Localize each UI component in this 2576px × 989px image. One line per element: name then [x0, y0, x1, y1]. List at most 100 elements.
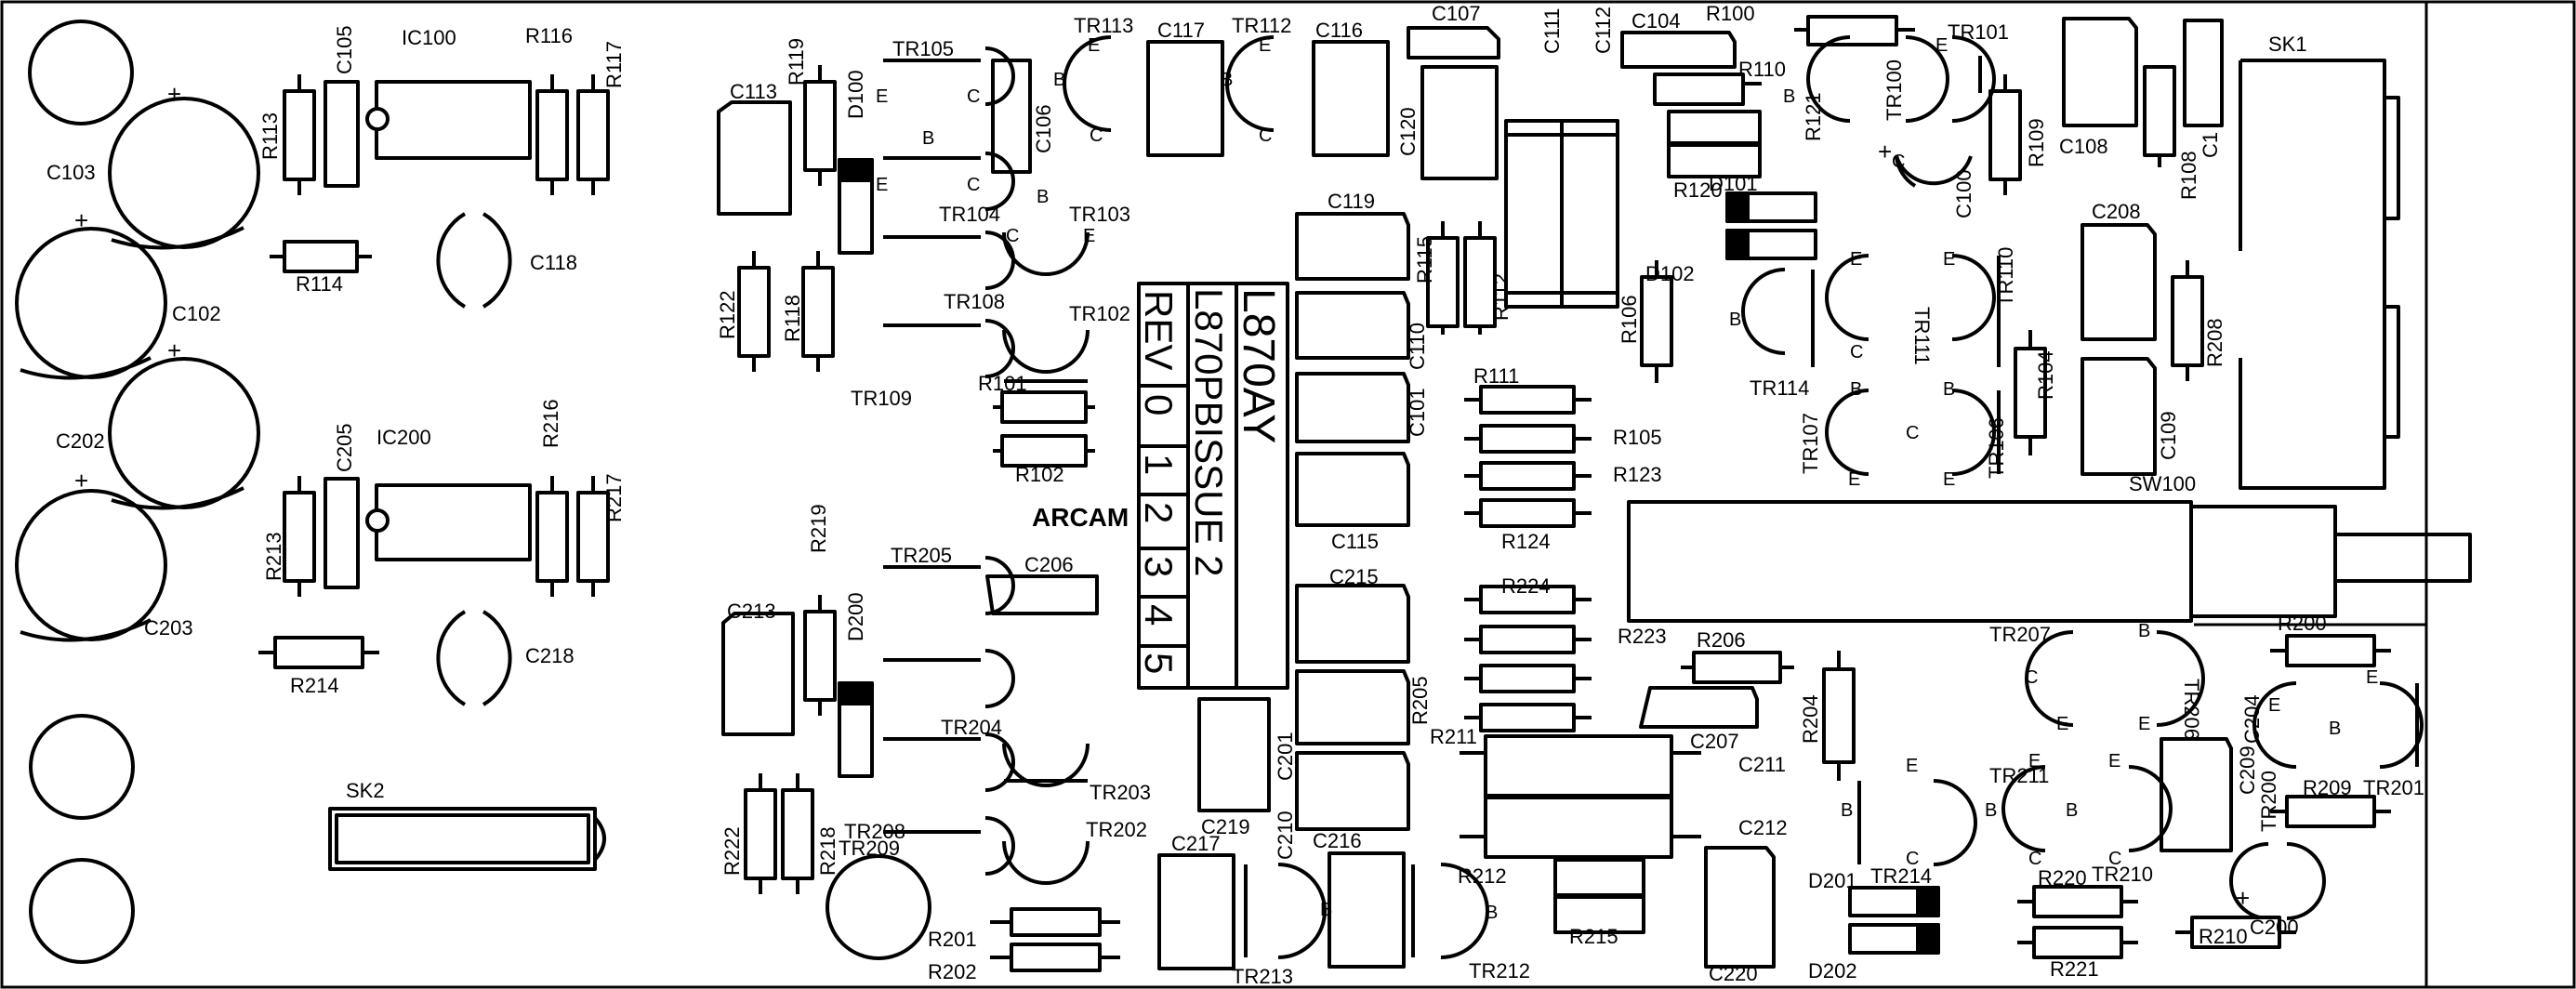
component-labels: C105 IC100 R116 R117 C103 R113 C102 R114… [46, 2, 2424, 988]
component-label: SK2 [346, 779, 385, 802]
component-label: TR107 [1799, 413, 1822, 474]
component-label: TR202 [1086, 818, 1147, 841]
component-label: R221 [2050, 957, 2099, 981]
svg-text:B: B [1943, 379, 1955, 400]
svg-text:B: B [1783, 86, 1795, 107]
component-label: R121 [1802, 92, 1825, 141]
component-label: TR211 [1989, 764, 2049, 787]
component-label: TR106 [1985, 417, 2008, 479]
component-label: R116 [525, 24, 573, 47]
component-label: R101 [978, 372, 1027, 395]
component-label: IC200 [376, 426, 431, 449]
component-label: TR103 [1069, 203, 1130, 226]
svg-text:B: B [2329, 719, 2341, 739]
svg-text:B: B [2066, 800, 2078, 821]
component-label: TR212 [1469, 959, 1530, 982]
svg-text:B: B [1850, 379, 1862, 400]
component-label: TR114 [1750, 376, 1809, 400]
component-label: R115 [1413, 236, 1436, 284]
rev-label: REV [1137, 290, 1181, 370]
component-label: C213 [727, 600, 776, 623]
component-label: C101 [1406, 388, 1429, 437]
svg-text:C: C [2028, 849, 2041, 869]
component-label: C216 [1313, 829, 1362, 852]
component-label: R110 [1738, 58, 1786, 81]
component-label: C219 [1201, 815, 1250, 838]
component-label: R206 [1697, 628, 1746, 652]
svg-text:C: C [1259, 125, 1272, 146]
component-label: R122 [716, 290, 739, 339]
component-label: C203 [144, 616, 193, 640]
rev-digit: 5 [1137, 653, 1181, 674]
component-label: TR100 [1882, 59, 1906, 121]
component-label: C207 [1690, 730, 1739, 753]
component-label: TR206 [2180, 679, 2203, 740]
component-label: R223 [1618, 625, 1667, 648]
component-label: TR108 [944, 290, 1005, 313]
component-label: R113 [258, 112, 282, 160]
svg-text:B: B [1841, 800, 1853, 821]
svg-text:+: + [167, 80, 181, 108]
component-label: R208 [2203, 318, 2226, 367]
component-label: C108 [2059, 135, 2108, 158]
svg-text:E: E [876, 86, 888, 107]
svg-text:C: C [967, 86, 980, 107]
component-label: TR210 [2092, 863, 2153, 886]
component-label: SK1 [2268, 33, 2307, 56]
component-label: C208 [2092, 200, 2141, 223]
component-label: D200 [844, 592, 867, 641]
svg-text:C: C [2108, 849, 2121, 869]
component-label: R112 [1489, 273, 1513, 321]
component-label: C205 [333, 423, 356, 472]
component-label: C1 [2199, 132, 2222, 158]
component-label: C215 [1329, 565, 1379, 588]
component-label: C107 [1432, 2, 1481, 25]
component-label: R106 [1618, 295, 1641, 344]
component-label: C217 [1171, 832, 1221, 855]
svg-text:E: E [1943, 249, 1955, 270]
component-label: R109 [2025, 118, 2048, 167]
svg-text:B: B [1729, 310, 1741, 330]
component-label: R212 [1458, 864, 1507, 888]
component-label: C103 [46, 161, 96, 184]
component-label: TR104 [939, 203, 1000, 226]
component-label: R105 [1613, 426, 1662, 449]
component-label: C105 [333, 25, 356, 74]
svg-text:B: B [1221, 70, 1233, 90]
component-label: TR204 [941, 716, 1002, 739]
svg-text:C: C [967, 175, 980, 195]
rev-digit: 2 [1137, 502, 1181, 523]
integrated-circuits [365, 80, 532, 561]
pin-letters: E C B E C B C E B E C B E C B C E B E C … [876, 35, 2378, 923]
component-label: C113 [730, 80, 777, 103]
component-label: R211 [1430, 725, 1477, 748]
rev-digit: 0 [1137, 394, 1181, 415]
component-label: TR105 [892, 37, 954, 60]
svg-text:C: C [1006, 226, 1019, 246]
svg-text:B: B [1320, 900, 1332, 920]
svg-text:+: + [74, 467, 88, 494]
component-label: C200 [2250, 916, 2299, 939]
diodes [838, 158, 1940, 955]
component-label: TR207 [1989, 623, 2051, 646]
component-label: R102 [1015, 463, 1064, 486]
component-label: TR201 [2363, 776, 2424, 799]
sk1-connector [2239, 59, 2400, 490]
component-label: R114 [296, 272, 343, 296]
svg-text:B: B [2138, 621, 2150, 641]
component-label: R108 [2177, 151, 2200, 200]
svg-text:E: E [2108, 751, 2120, 771]
svg-text:B: B [1486, 903, 1498, 923]
board-subtitle: L870PBISSUE 2 [1187, 288, 1231, 577]
component-label: TR111 [1910, 307, 1934, 365]
component-label: R209 [2303, 776, 2352, 799]
component-label: R204 [1799, 694, 1822, 744]
component-label: C212 [1738, 816, 1788, 839]
svg-text:E: E [2268, 695, 2280, 716]
component-label: C218 [525, 644, 575, 667]
component-label: C100 [1952, 169, 1975, 218]
component-label: R216 [539, 399, 562, 448]
board-title: L870AY [1234, 288, 1283, 443]
